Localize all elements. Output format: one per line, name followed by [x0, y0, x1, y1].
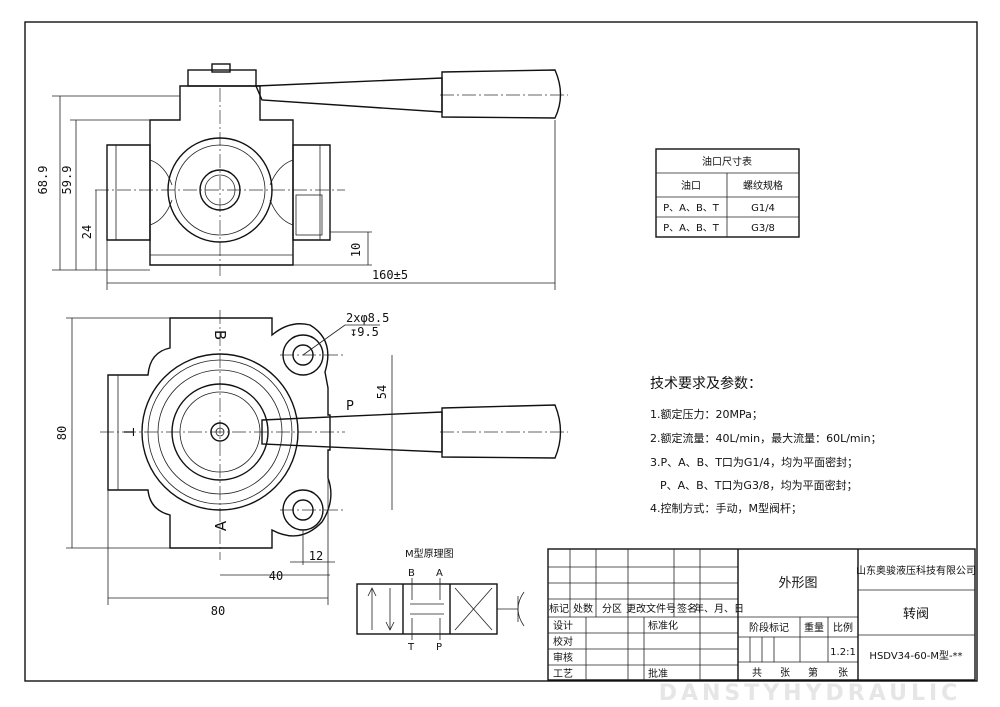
port-size-table: 油口尺寸表 油口 螺纹规格 P、A、B、T G1/4 P、A、B、T G3/8 [655, 148, 800, 238]
dim-80-vertical: 80 [55, 426, 69, 440]
port-table-row1-thread: G1/4 [751, 203, 775, 214]
tb-h-zone: 分区 [602, 603, 622, 615]
port-label-B: B [211, 330, 229, 340]
port-table-title: 油口尺寸表 [702, 155, 752, 168]
right-port-boss [292, 144, 331, 241]
tb-part-name: 转阀 [903, 607, 929, 622]
tb-h-count: 处数 [573, 602, 593, 615]
tech-heading: 技术要求及参数： [650, 375, 762, 392]
port-label-P: P [346, 399, 354, 414]
port-table-col-thread: 螺纹规格 [743, 179, 783, 192]
tb-r-check: 校对 [553, 635, 573, 648]
tb-h-sign: 签名 [677, 602, 697, 615]
dim-10: 10 [349, 243, 363, 257]
dim-160: 160±5 [372, 268, 408, 282]
handle-grip [441, 69, 562, 119]
mount-hole-top [282, 334, 324, 376]
hole-callout: 2xφ8.5 [346, 311, 389, 325]
tb-r-review: 审核 [553, 651, 573, 664]
schematic-title: M型原理图 [405, 547, 454, 560]
port-table-row2-port: P、A、B、T [663, 223, 720, 234]
tech-item-4: 4.控制方式：手动，M型阀杆； [650, 501, 802, 515]
valve-body-top [149, 85, 294, 266]
tb-company: 山东奥骏液压科技有限公司 [856, 564, 976, 577]
tb-total: 共 [752, 667, 762, 679]
tb-part-no: HSDV34-60-M型-** [869, 649, 962, 662]
handle-arm [254, 77, 443, 113]
tb-r-std: 标准化 [648, 619, 678, 632]
schematic-port-A: A [436, 568, 443, 579]
rotor-center [210, 422, 230, 442]
dim-59-9: 59.9 [60, 166, 74, 195]
dim-80-horizontal: 80 [211, 604, 225, 618]
tb-h-stage: 阶段标记 [749, 621, 789, 634]
watermark: DANSTYHYDRAULIC [659, 681, 962, 706]
front-view: B P T A 2xφ8.5 ↧9.5 54 80 12 40 80 [55, 310, 568, 618]
top-view: 68.9 59.9 24 10 160±5 [36, 63, 568, 290]
tb-drawing-name: 外形图 [778, 576, 817, 591]
tb-r-approve: 批准 [648, 667, 668, 680]
tech-item-1: 1.额定压力：20MPa； [650, 407, 763, 421]
handle-grip-front [441, 404, 562, 459]
tb-r-process: 工艺 [553, 668, 573, 680]
m-type-schematic: M型原理图 B A T P [356, 547, 525, 653]
tb-sheets: 张 [780, 667, 790, 679]
tb-scale: 1.2:1 [830, 647, 856, 658]
tech-requirements: 技术要求及参数： 1.额定压力：20MPa； 2.额定流量：40L/min，最大… [650, 375, 882, 515]
center-port [199, 169, 241, 211]
knob-cap [187, 69, 257, 87]
schematic-port-P: P [436, 642, 442, 653]
tb-sheet: 张 [838, 667, 848, 679]
rotor-inner [171, 383, 269, 481]
tb-h-scale: 比例 [833, 621, 853, 634]
dim-68-9: 68.9 [36, 166, 50, 195]
hole-depth: ↧9.5 [350, 325, 379, 339]
rotor-outer [141, 353, 299, 511]
center-bore-outer [167, 137, 273, 243]
tech-item-3b: P、A、B、T口为G3/8，均为平面密封； [660, 478, 858, 492]
port-table-row1-port: P、A、B、T [663, 203, 720, 214]
dim-12: 12 [309, 549, 323, 563]
dim-54: 54 [375, 385, 389, 399]
tb-h-mark: 标记 [549, 603, 569, 615]
tb-h-date: 年、月、日 [694, 602, 744, 615]
title-block: 标记 处数 分区 更改文件号 签名 年、月、日 设计 标准化 校对 审核 工艺 … [547, 548, 976, 681]
valve-body-front [107, 317, 332, 549]
tech-item-3: 3.P、A、B、T口为G1/4，均为平面密封； [650, 455, 858, 469]
tb-page: 第 [808, 666, 818, 679]
dim-40: 40 [269, 569, 283, 583]
sheet-border [24, 21, 978, 682]
port-table-col-port: 油口 [681, 179, 701, 192]
tb-r-design: 设计 [553, 619, 573, 632]
tb-h-weight: 重量 [804, 621, 824, 634]
tech-item-2: 2.额定流量：40L/min，最大流量：60L/min； [650, 431, 882, 445]
left-port-boss [106, 144, 151, 241]
port-label-T: T [120, 427, 135, 436]
tb-h-doc: 更改文件号 [626, 602, 676, 615]
right-port-recess [295, 194, 323, 236]
dim-24: 24 [80, 225, 94, 239]
port-table-row2-thread: G3/8 [751, 223, 775, 234]
schematic-port-T: T [407, 642, 415, 653]
schematic-port-B: B [408, 568, 415, 579]
port-label-A: A [212, 520, 230, 531]
